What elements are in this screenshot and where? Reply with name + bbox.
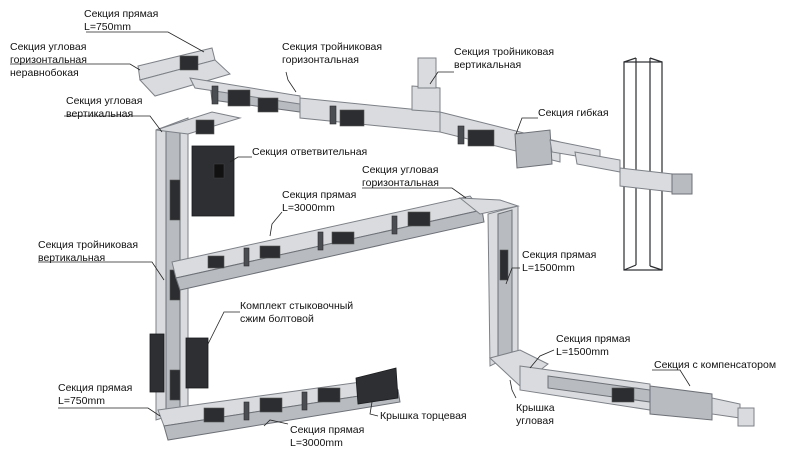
- label-tee-vertical-left: Секция тройниковая вертикальная: [38, 239, 141, 264]
- label-tee-horizontal: Секция тройниковая горизонтальная: [282, 41, 385, 66]
- label-end-cover: Крышка торцевая: [380, 410, 467, 422]
- label-straight-3000-bottom: Секция прямая L=3000mm: [290, 424, 367, 449]
- label-straight-750-bottom: Секция прямая L=750mm: [58, 382, 135, 407]
- label-branch: Секция ответвительная: [252, 146, 367, 158]
- label-bolt-kit: Комплект стыковочный сжим болтовой: [240, 300, 356, 325]
- label-compensator: Секция с компенсатором: [654, 359, 776, 371]
- label-corner-vertical: Секция угловая вертикальная: [66, 95, 145, 120]
- busway-drawing: [137, 47, 755, 441]
- label-tee-vertical-top: Секция тройниковая вертикальная: [454, 46, 557, 71]
- label-straight-1500-lower: Секция прямая L=1500mm: [556, 333, 633, 358]
- diagram-labels: Секция прямая L=750mm Секция угловая гор…: [10, 8, 776, 449]
- label-straight-1500-right: Секция прямая L=1500mm: [522, 249, 599, 274]
- label-corner-horizontal: Секция угловая горизонтальная: [362, 164, 441, 189]
- label-corner-horizontal-unequal: Секция угловая горизонтальная неравнобок…: [10, 41, 90, 79]
- label-corner-cover: Крышка угловая: [516, 402, 558, 427]
- leader-lines: [10, 31, 691, 427]
- label-straight-3000-mid: Секция прямая L=3000mm: [282, 189, 359, 214]
- label-flexible: Секция гибкая: [538, 107, 609, 119]
- label-straight-750-top: Секция прямая L=750mm: [84, 8, 161, 33]
